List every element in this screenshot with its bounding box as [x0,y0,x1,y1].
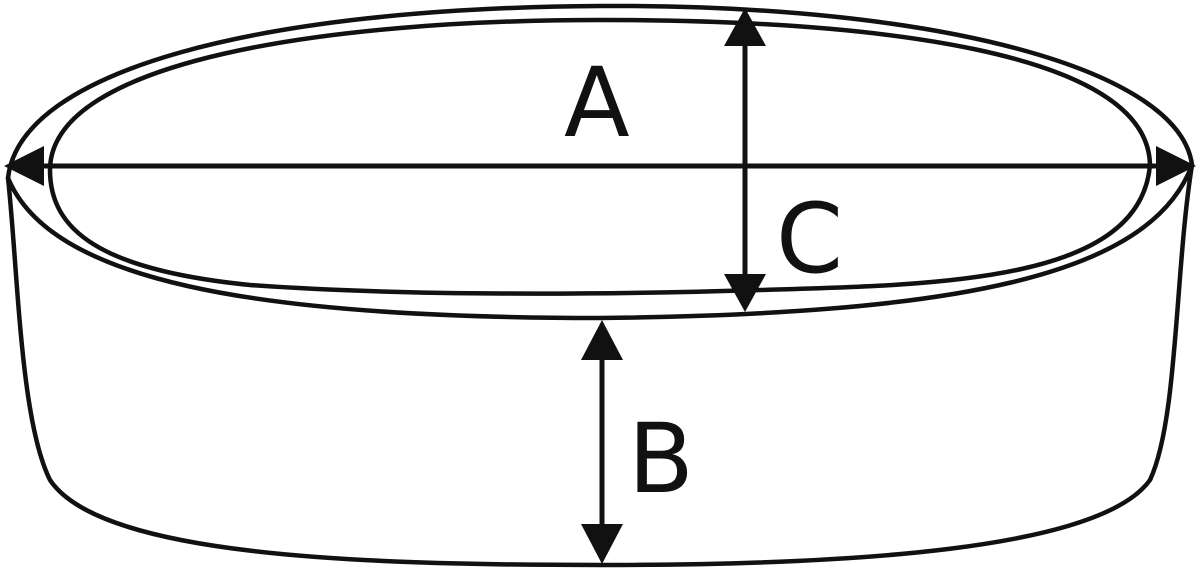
dimension-a-label: A [564,47,630,159]
dimension-b-label: B [628,403,694,515]
dimension-a-arrow-left [4,146,44,186]
dimension-b-arrow-bottom [581,524,623,564]
dimension-b-arrow-top [581,320,623,360]
dimension-c-arrow-bottom [724,274,766,312]
basin-outer-body [5,3,1195,568]
dimension-a-arrow-right [1156,146,1196,186]
basin-inner-opening [47,17,1153,296]
dimension-c-label: C [776,183,843,295]
basin-rim-front-edge [5,162,1195,321]
dimension-c-arrow-top [724,8,766,46]
